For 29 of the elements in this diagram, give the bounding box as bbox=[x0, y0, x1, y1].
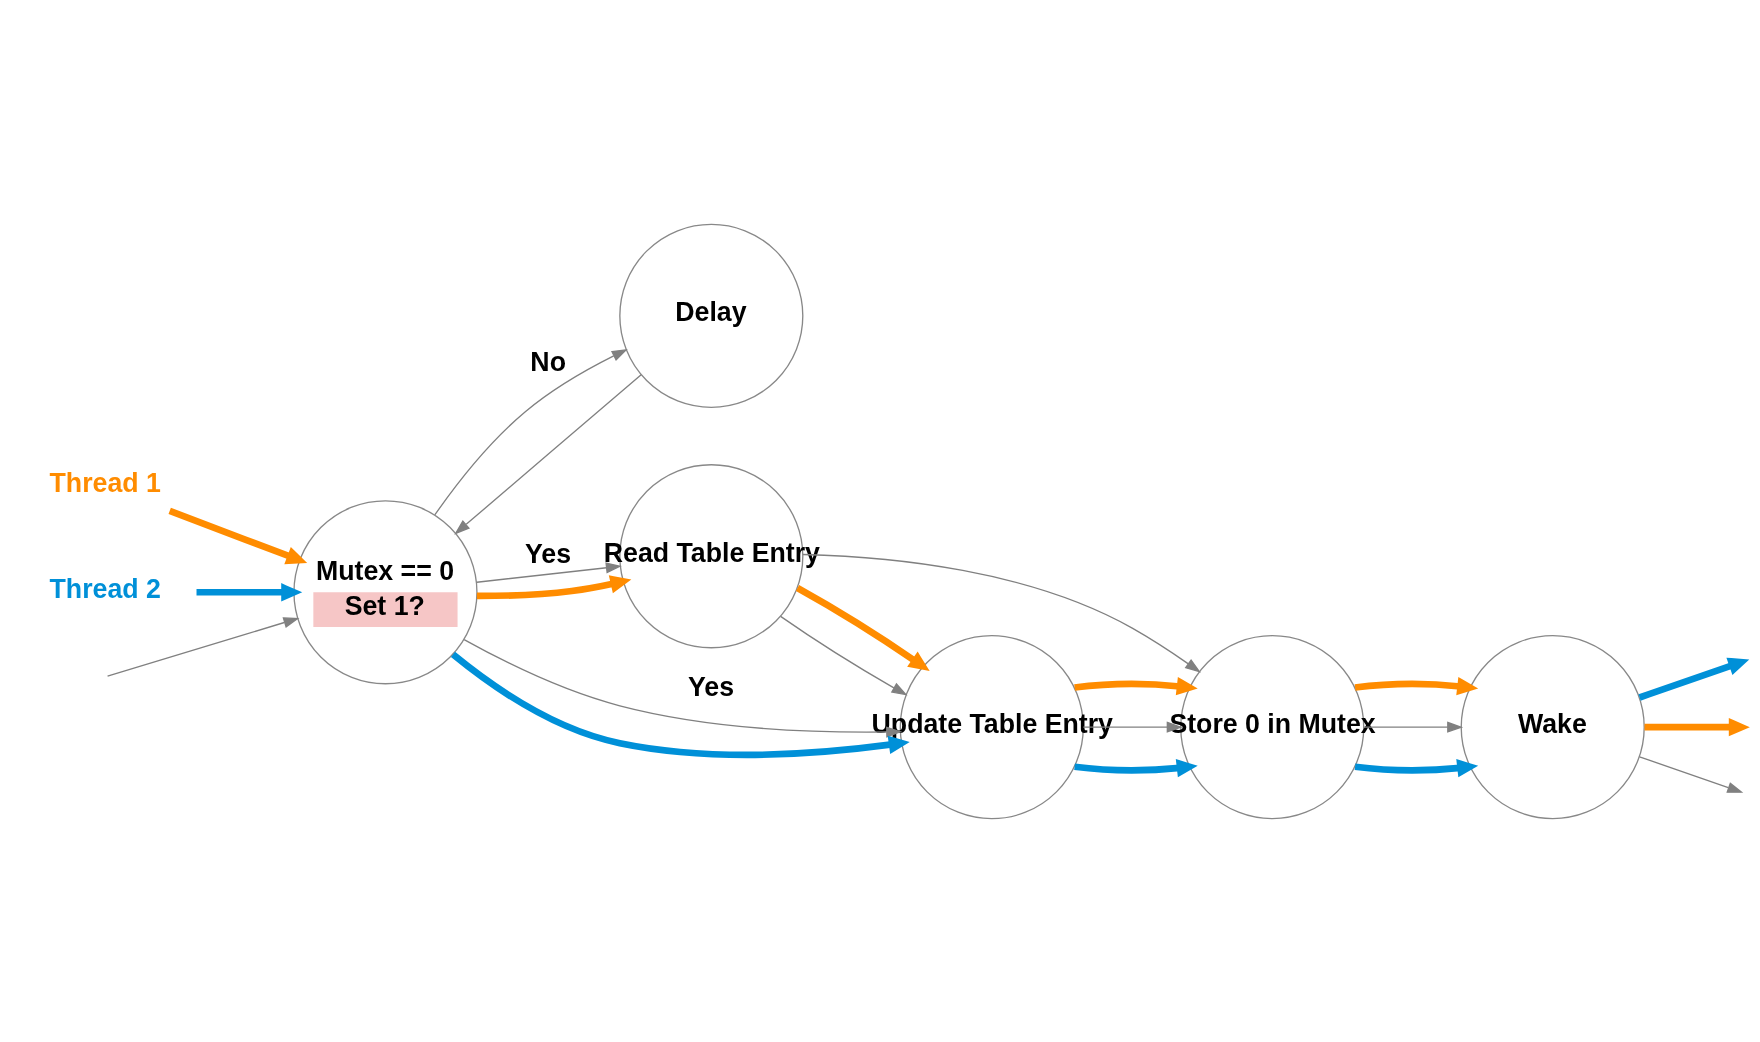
arrow bbox=[168, 507, 308, 564]
arrow bbox=[463, 638, 903, 738]
arrow bbox=[779, 615, 908, 696]
arrow bbox=[795, 584, 930, 671]
arrow bbox=[434, 348, 628, 516]
arrow bbox=[454, 373, 642, 535]
arrow bbox=[450, 651, 910, 758]
arrow bbox=[476, 574, 632, 599]
arrow bbox=[802, 553, 1201, 673]
node-text: Thread 2 bbox=[49, 573, 161, 604]
arrow bbox=[1354, 676, 1479, 695]
arrow bbox=[196, 582, 303, 601]
arrow bbox=[476, 561, 622, 583]
edge-label: No bbox=[530, 346, 566, 377]
arrow bbox=[106, 616, 300, 677]
arrow bbox=[1354, 758, 1479, 777]
arrow bbox=[1074, 676, 1198, 695]
edge-label: Yes bbox=[525, 538, 572, 569]
node-label: Update Table Entry bbox=[871, 708, 1113, 739]
node-circle: Wake bbox=[1460, 634, 1645, 819]
arrow bbox=[1082, 721, 1183, 733]
arrow bbox=[1363, 721, 1464, 733]
arrow bbox=[1638, 755, 1744, 793]
node-circle: Delay bbox=[619, 223, 804, 408]
node-circle: Mutex == 0 Set 1? bbox=[293, 499, 478, 684]
node-label: Read Table Entry bbox=[603, 537, 820, 568]
node-text: Thread 1 bbox=[49, 467, 161, 498]
edge-label: Yes bbox=[687, 671, 734, 702]
arrow bbox=[1074, 758, 1198, 777]
